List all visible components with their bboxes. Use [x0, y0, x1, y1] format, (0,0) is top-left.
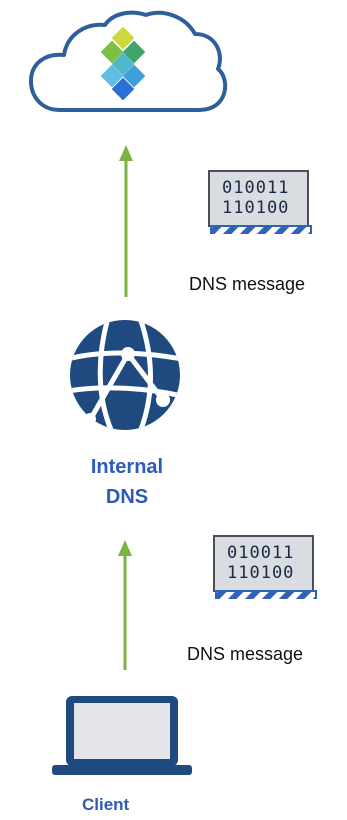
- dns-message-bottom: 010011 110100 DNS message: [187, 535, 327, 664]
- binary-line-1: 010011: [227, 543, 295, 563]
- binary-line-2: 110100: [227, 563, 295, 583]
- binary-message-icon: [213, 535, 317, 599]
- client-label: Client: [82, 795, 130, 814]
- binary-message-icon: [208, 170, 312, 234]
- internal-dns-label: Internal DNS: [62, 452, 192, 512]
- binary-line-1: 010011: [222, 178, 290, 198]
- dns-message-caption: DNS message: [187, 644, 304, 664]
- laptop-icon: [52, 696, 192, 775]
- internal-dns-line1: Internal: [90, 456, 164, 478]
- arrow-up-icon: [119, 145, 133, 297]
- dns-message-top: 010011 110100 DNS message: [189, 170, 322, 294]
- network-globe-icon: [70, 320, 180, 430]
- dns-message-caption: DNS message: [189, 274, 306, 294]
- binary-line-2: 110100: [222, 198, 290, 218]
- internal-dns-line2: DNS: [105, 486, 149, 508]
- cloud-icon: [29, 10, 228, 112]
- arrow-up-icon: [118, 540, 132, 670]
